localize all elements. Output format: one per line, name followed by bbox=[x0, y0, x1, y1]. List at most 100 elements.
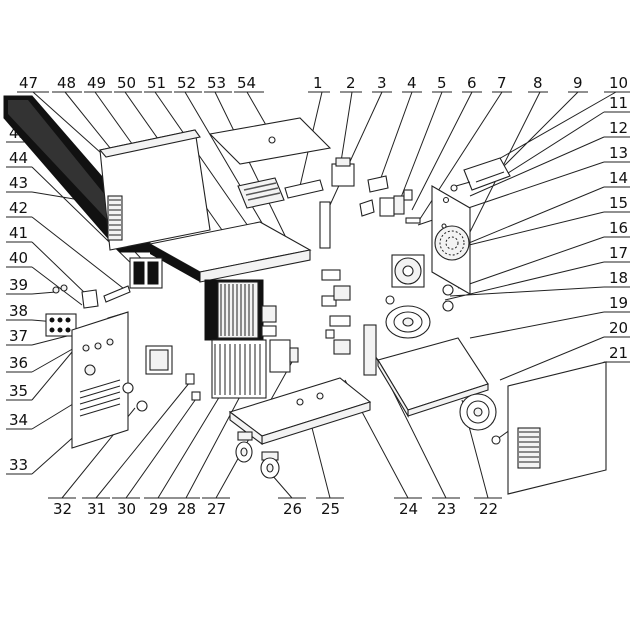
callout-30: 30 bbox=[117, 500, 136, 518]
side-vent-44 bbox=[107, 195, 123, 241]
callout-49: 49 bbox=[87, 74, 106, 92]
callout-19: 19 bbox=[609, 294, 628, 312]
handle-bracket-9 bbox=[463, 157, 511, 191]
callout-54: 54 bbox=[237, 74, 256, 92]
caster-27 bbox=[235, 431, 253, 463]
callout-9: 9 bbox=[573, 74, 583, 92]
bracket-5 bbox=[359, 199, 375, 217]
callout-51: 51 bbox=[147, 74, 166, 92]
heatsink-50 bbox=[204, 279, 264, 341]
callout-22: 22 bbox=[479, 500, 498, 518]
part-31 bbox=[185, 373, 195, 385]
main-transformer-43 bbox=[129, 257, 163, 289]
callout-32: 32 bbox=[53, 500, 72, 518]
terminal-board-1 bbox=[284, 179, 324, 199]
base-tray-20 bbox=[377, 337, 489, 418]
bottom-callouts: 32 31 30 29 28 27 26 25 24 23 22 bbox=[48, 497, 502, 518]
callout-36: 36 bbox=[9, 354, 28, 372]
callout-29: 29 bbox=[149, 500, 168, 518]
callout-27: 27 bbox=[207, 500, 226, 518]
switch-7 bbox=[403, 189, 413, 201]
connector-40 bbox=[81, 289, 99, 309]
vertical-board-23 bbox=[363, 324, 377, 376]
rectifier-block bbox=[261, 325, 277, 337]
control-pcb-53 bbox=[237, 177, 285, 209]
nuts-39 bbox=[52, 284, 68, 294]
callout-14: 14 bbox=[609, 169, 628, 187]
callout-2: 2 bbox=[346, 74, 356, 92]
callout-20: 20 bbox=[609, 319, 628, 337]
callout-47: 47 bbox=[19, 74, 38, 92]
base-plate-25 bbox=[228, 377, 372, 446]
callout-40: 40 bbox=[9, 249, 28, 267]
knob-18 bbox=[442, 300, 454, 312]
rectifier-49 bbox=[261, 305, 277, 323]
vertical-bracket-3 bbox=[319, 201, 331, 249]
rear-panel-14 bbox=[431, 185, 471, 295]
rear-wheel-19 bbox=[385, 305, 431, 339]
handle-bracket-detail bbox=[455, 171, 505, 187]
callout-31: 31 bbox=[87, 500, 106, 518]
callout-18: 18 bbox=[609, 269, 628, 287]
callout-7: 7 bbox=[497, 74, 507, 92]
callout-35: 35 bbox=[9, 382, 28, 400]
top-cover-lip bbox=[98, 129, 201, 158]
rod-41 bbox=[103, 285, 131, 303]
callout-48: 48 bbox=[57, 74, 76, 92]
callout-8: 8 bbox=[533, 74, 543, 92]
callout-37: 37 bbox=[9, 327, 28, 345]
callout-26: 26 bbox=[283, 500, 302, 518]
caster-26 bbox=[260, 451, 280, 479]
callout-10: 10 bbox=[609, 74, 628, 92]
callout-43: 43 bbox=[9, 174, 28, 192]
heatsink-30 bbox=[211, 339, 267, 399]
callout-16: 16 bbox=[609, 219, 628, 237]
bracket-4 bbox=[367, 175, 389, 193]
choke-36 bbox=[145, 345, 173, 375]
aux-transformer-2 bbox=[331, 157, 355, 187]
callout-24: 24 bbox=[399, 500, 418, 518]
callout-28: 28 bbox=[177, 500, 196, 518]
screw-11 bbox=[450, 184, 458, 192]
capacitor-28 bbox=[289, 347, 299, 363]
right-callouts: 11 12 13 14 15 16 17 18 19 20 21 bbox=[604, 94, 630, 363]
callout-23: 23 bbox=[437, 500, 456, 518]
cable-gland-13 bbox=[405, 217, 421, 224]
side-panel-21 bbox=[507, 361, 607, 495]
callout-42: 42 bbox=[9, 199, 28, 217]
callout-33: 33 bbox=[9, 456, 28, 474]
screw-21 bbox=[491, 435, 501, 445]
callout-5: 5 bbox=[437, 74, 447, 92]
knob-34 bbox=[136, 400, 148, 412]
front-panel-33 bbox=[71, 311, 129, 449]
callout-34: 34 bbox=[9, 411, 28, 429]
knob-17 bbox=[442, 284, 454, 296]
top-panel-hole bbox=[268, 136, 276, 144]
callout-21: 21 bbox=[609, 344, 628, 362]
callout-41: 41 bbox=[9, 224, 28, 242]
terminal-panel-38 bbox=[45, 313, 77, 337]
contactor-6 bbox=[379, 195, 405, 217]
callout-1: 1 bbox=[313, 74, 323, 92]
callout-38: 38 bbox=[9, 302, 28, 320]
top-callouts: 47 48 49 50 51 52 53 54 1 2 3 4 5 6 7 8 … bbox=[17, 74, 630, 93]
callout-13: 13 bbox=[609, 144, 628, 162]
callout-4: 4 bbox=[407, 74, 417, 92]
callout-39: 39 bbox=[9, 276, 28, 294]
igbt-modules-24 bbox=[321, 269, 351, 355]
callout-52: 52 bbox=[177, 74, 196, 92]
chassis-plate-51 bbox=[148, 221, 312, 283]
callout-53: 53 bbox=[207, 74, 226, 92]
rear-wheel-22 bbox=[459, 393, 497, 431]
wheel-nut bbox=[385, 295, 395, 305]
callout-6: 6 bbox=[467, 74, 477, 92]
callout-12: 12 bbox=[609, 119, 628, 137]
callout-50: 50 bbox=[117, 74, 136, 92]
callout-3: 3 bbox=[377, 74, 387, 92]
callout-17: 17 bbox=[609, 244, 628, 262]
knob-32 bbox=[122, 382, 134, 394]
callout-44: 44 bbox=[9, 149, 28, 167]
part-30 bbox=[191, 391, 201, 401]
